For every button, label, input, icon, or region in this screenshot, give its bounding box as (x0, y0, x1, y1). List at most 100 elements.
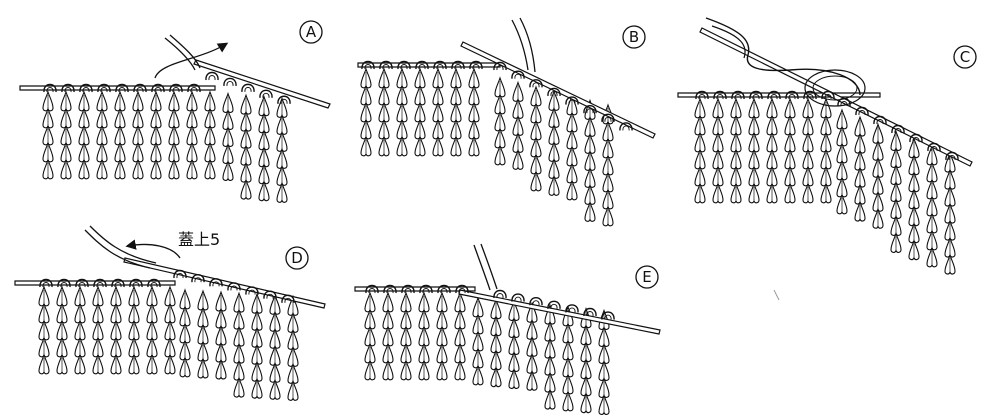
knit-stitch (205, 160, 215, 179)
cover-annotation: 蓋上5 (178, 230, 220, 249)
knit-fabric-a (43, 92, 287, 202)
knit-stitch (469, 137, 479, 156)
knit-stitch (365, 361, 375, 380)
knit-stitch (927, 248, 937, 267)
knit-stitch (61, 160, 71, 179)
knit-stitch (749, 184, 759, 203)
knit-stitch (437, 361, 447, 380)
knit-stitch (180, 358, 190, 377)
knit-stitch (115, 160, 125, 179)
knit-stitch (111, 355, 121, 374)
knit-stitch (79, 160, 89, 179)
knit-stitch (75, 355, 85, 374)
yarn-b (512, 20, 528, 70)
knit-stitch (837, 195, 847, 214)
knit-stitch (223, 162, 233, 181)
stray-mark (774, 290, 779, 300)
knit-stitch (549, 177, 559, 196)
knit-stitch (945, 255, 955, 274)
svg-text:E: E (642, 268, 651, 286)
knit-stitch (39, 355, 49, 374)
knit-stitch (234, 378, 244, 397)
knit-stitch (216, 360, 226, 379)
knit-stitch (433, 137, 443, 156)
knit-stitch (821, 184, 831, 203)
knit-stitch (129, 355, 139, 374)
knit-stitch (495, 146, 505, 165)
svg-text:B: B (629, 28, 639, 46)
knit-stitch (909, 241, 919, 260)
panel-label-c: C (954, 46, 976, 68)
knit-fabric-e (365, 293, 609, 414)
svg-text:A: A (306, 23, 317, 41)
knit-stitch (277, 183, 287, 202)
panel-label-d: D (286, 247, 308, 269)
knit-fabric-b (361, 69, 613, 226)
svg-text:D: D (291, 249, 303, 267)
knit-stitch (585, 203, 595, 222)
knit-stitch (165, 355, 175, 374)
knit-stitch (43, 160, 53, 179)
panel-d: 蓋上5 D (15, 226, 325, 400)
knit-stitch (731, 184, 741, 203)
knit-stitch (270, 380, 280, 399)
knit-stitch (169, 160, 179, 179)
knit-fabric-c (695, 99, 955, 274)
yarn-e (474, 245, 490, 290)
knit-stitch (288, 381, 298, 400)
knit-stitch (891, 234, 901, 253)
knit-stitch (855, 202, 865, 221)
knit-stitch (713, 184, 723, 203)
yarn-e-2 (481, 244, 497, 289)
knit-stitch (151, 160, 161, 179)
knit-stitch (563, 392, 573, 411)
knit-stitch (397, 137, 407, 156)
knit-stitch (599, 396, 609, 415)
panel-c: C (678, 18, 976, 274)
knit-stitch (873, 209, 883, 228)
knit-stitch (767, 184, 777, 203)
cover-arrow-d (128, 245, 180, 259)
knit-stitch (383, 361, 393, 380)
knit-stitch (419, 361, 429, 380)
knit-stitch (509, 370, 519, 389)
knit-stitch (133, 160, 143, 179)
knit-stitch (451, 137, 461, 156)
panel-label-b: B (623, 26, 645, 48)
knit-stitch (97, 160, 107, 179)
panel-a: A (20, 21, 330, 202)
needle-loop (242, 84, 254, 92)
knit-stitch (473, 366, 483, 385)
panel-label-e: E (636, 266, 658, 288)
knit-stitch (491, 368, 501, 387)
knit-stitch (531, 172, 541, 191)
knit-stitch (567, 181, 577, 200)
needle-loop (224, 78, 236, 86)
knit-stitch (187, 160, 197, 179)
knit-stitch (147, 355, 157, 374)
knit-stitch (93, 355, 103, 374)
knit-stitch (785, 184, 795, 203)
knit-stitch (259, 182, 269, 201)
knit-stitch (198, 359, 208, 378)
knit-stitch (415, 137, 425, 156)
knit-stitch (695, 184, 705, 203)
knit-stitch (455, 361, 465, 380)
needle-right-e (459, 290, 660, 334)
knit-stitch (241, 180, 251, 199)
knit-stitch (379, 137, 389, 156)
knit-stitch (401, 361, 411, 380)
knit-stitch (581, 394, 591, 413)
knit-stitch (545, 390, 555, 409)
knit-stitch (361, 137, 371, 156)
yarn-c (706, 18, 860, 95)
needle-loop (206, 73, 218, 81)
panel-b: B (358, 18, 655, 226)
knit-stitch (57, 355, 67, 374)
svg-text:C: C (960, 48, 970, 66)
knit-fabric-d (39, 287, 298, 400)
knit-stitch (513, 151, 523, 170)
panel-label-a: A (300, 21, 322, 43)
